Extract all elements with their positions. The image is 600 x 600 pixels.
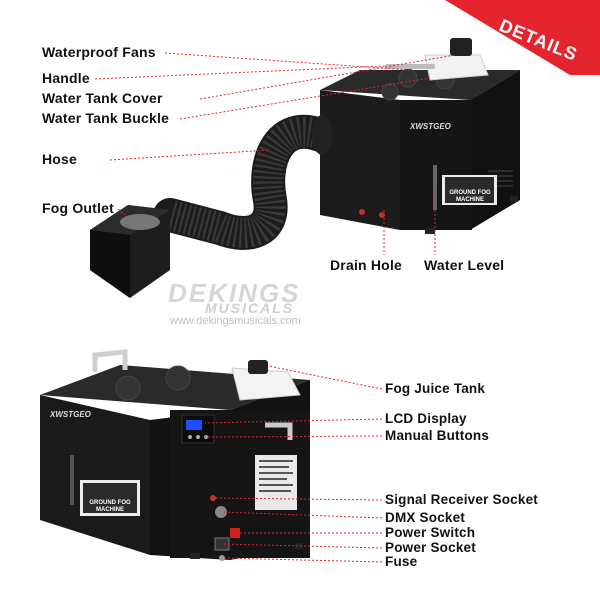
label-signal-receiver-socket: Signal Receiver Socket [385, 492, 538, 507]
label-hose: Hose [42, 151, 78, 167]
handle [385, 64, 435, 69]
fan-icon [165, 365, 191, 391]
fog-juice-cap [248, 360, 268, 374]
label-manual-buttons: Manual Buttons [385, 428, 490, 443]
bottom-machine [40, 349, 310, 561]
fan-icon [115, 375, 141, 401]
label-fog-juice-tank: Fog Juice Tank [385, 381, 486, 396]
label-power-socket: Power Socket [385, 540, 476, 555]
top-model: GROUND FOG MACHINE [449, 190, 491, 203]
label-fuse: Fuse [385, 554, 418, 569]
bottom-brand: XWSTGEO [50, 410, 91, 419]
fan-icon [398, 68, 418, 88]
top-machine [90, 38, 520, 298]
label-dmx-socket: DMX Socket [385, 510, 466, 525]
manual-button [196, 435, 200, 439]
bottom-model: GROUND FOG MACHINE [89, 500, 131, 513]
handle [92, 349, 128, 372]
top-machine-front [320, 90, 400, 230]
label-drain-hole: Drain Hole [330, 257, 403, 273]
top-brand: XWSTGEO [410, 122, 451, 131]
spec-sticker [255, 455, 297, 510]
fan-icon [381, 83, 399, 101]
banner-shape [445, 0, 600, 75]
label-power-switch: Power Switch [385, 525, 476, 540]
label-water-tank-cover: Water Tank Cover [42, 90, 163, 106]
label-waterproof-fans: Waterproof Fans [42, 44, 156, 60]
watermark-url: www.dekingsmusicals.com [170, 315, 301, 327]
watermark-logo: DEKINGS [168, 278, 301, 308]
label-water-level: Water Level [424, 257, 505, 273]
fog-juice-tank [231, 367, 301, 401]
hose-ribs [166, 116, 326, 248]
label-fog-outlet: Fog Outlet [42, 200, 114, 216]
leader-lines [94, 52, 456, 563]
water-level-window [433, 165, 437, 210]
power-switch [230, 528, 240, 538]
label-water-tank-buckle: Water Tank Buckle [42, 110, 170, 126]
details-banner: DETAILS [430, 0, 600, 75]
water-tank-cap [450, 38, 472, 56]
manual-button [188, 435, 192, 439]
label-handle: Handle [42, 70, 90, 86]
watermark-sub: MUSICALS [205, 300, 295, 316]
label-lcd-display: LCD Display [385, 411, 467, 426]
dmx-socket [215, 506, 227, 518]
